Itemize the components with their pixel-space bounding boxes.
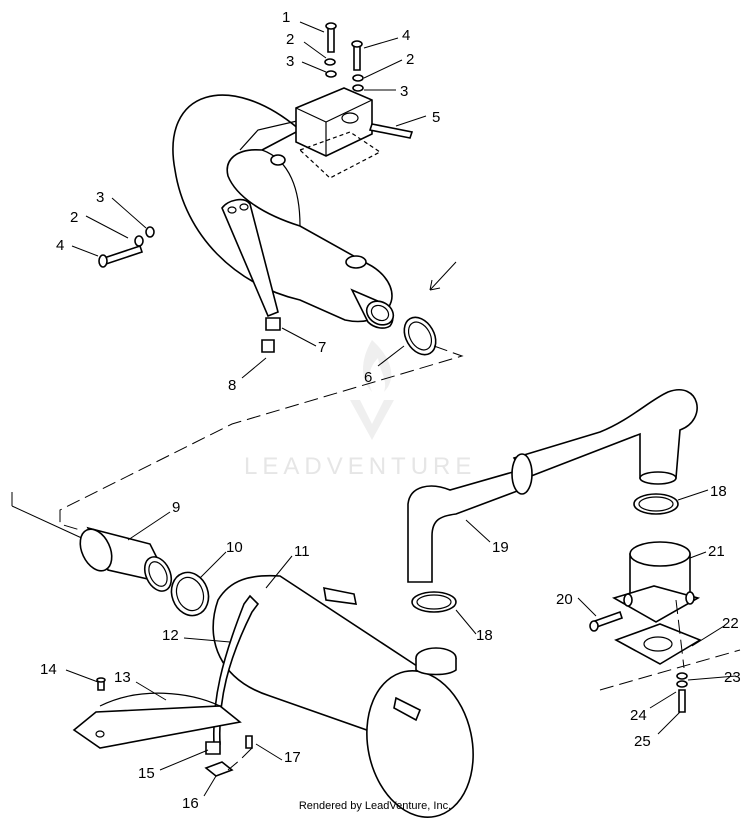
callout-13: 13 <box>114 669 131 686</box>
callout-14: 14 <box>40 661 57 678</box>
callout-7: 7 <box>318 339 326 356</box>
exhaust-flange <box>295 87 373 157</box>
top-bolts <box>324 22 414 139</box>
callout-22: 22 <box>722 615 739 632</box>
watermark-text: LEADVENTURE <box>244 453 476 480</box>
muffler-mount <box>72 705 242 749</box>
watermark: LEADVENTURE <box>244 340 476 480</box>
callout-15: 15 <box>138 765 155 782</box>
expansion-chamber-group <box>172 87 457 329</box>
clamp-6 <box>403 316 437 356</box>
callout-1: 1 <box>282 9 290 26</box>
callout-5: 5 <box>432 109 440 126</box>
callout-4: 4 <box>402 27 410 44</box>
callout-3: 3 <box>96 189 104 206</box>
callout-19: 19 <box>492 539 509 556</box>
callout-3: 3 <box>400 83 408 100</box>
callout-18: 18 <box>710 483 727 500</box>
callout-2: 2 <box>406 51 414 68</box>
support-bracket <box>221 198 281 353</box>
callout-12: 12 <box>162 627 179 644</box>
callout-17: 17 <box>284 749 301 766</box>
callout-3: 3 <box>286 53 294 70</box>
side-bolt <box>98 226 155 268</box>
callout-8: 8 <box>228 377 236 394</box>
callout-18: 18 <box>476 627 493 644</box>
callout-23: 23 <box>724 669 741 686</box>
pipe-9 <box>79 526 173 592</box>
callout-25: 25 <box>634 733 651 750</box>
callout-2: 2 <box>286 31 294 48</box>
callout-labels: 1 2 3 4 2 3 5 3 2 4 7 6 8 9 10 11 12 13 … <box>40 9 741 812</box>
callout-9: 9 <box>172 499 180 516</box>
callout-21: 21 <box>708 543 725 560</box>
clamp-10 <box>170 571 210 617</box>
callout-4: 4 <box>56 237 64 254</box>
leader-lines <box>65 21 737 797</box>
callout-6: 6 <box>364 369 372 386</box>
flange-gasket <box>614 623 702 665</box>
tail-pipe <box>407 389 698 583</box>
callout-11: 11 <box>294 543 310 560</box>
clamp-18b <box>411 591 457 613</box>
callout-10: 10 <box>226 539 243 556</box>
callout-16: 16 <box>182 795 199 812</box>
muffler <box>212 574 474 818</box>
callout-20: 20 <box>556 591 573 608</box>
outlet-flange <box>611 541 701 623</box>
callout-24: 24 <box>630 707 647 724</box>
direction-arrow <box>429 261 457 291</box>
clamp-18a <box>633 493 679 515</box>
connection-line <box>59 345 464 531</box>
callout-2: 2 <box>70 209 78 226</box>
footer-credit: Rendered by LeadVenture, Inc. <box>298 800 452 812</box>
